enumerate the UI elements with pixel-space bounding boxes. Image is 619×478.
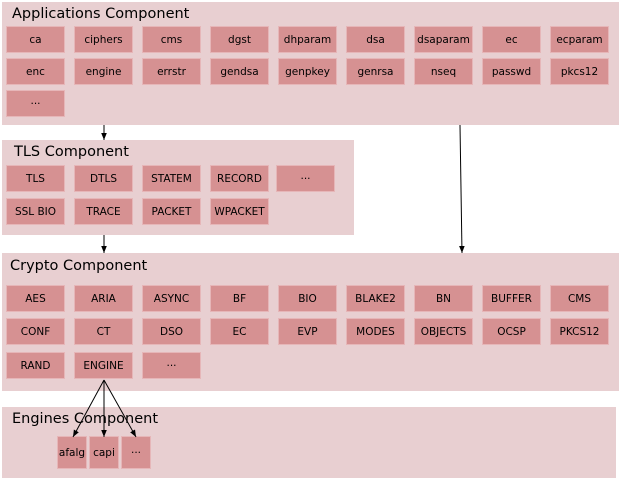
component-box: dhparam [278,26,337,53]
component-box: RAND [6,352,65,379]
component-box: passwd [482,58,541,85]
component-box: ··· [6,90,65,117]
component-box: CONF [6,318,65,345]
applications-component-panel: Applications Component ca ciphers cms dg… [2,2,619,125]
arrow-apps-to-crypto [459,124,465,254]
component-box: PKCS12 [550,318,609,345]
component-box: ca [6,26,65,53]
component-box: PACKET [142,198,201,225]
component-box: ciphers [74,26,133,53]
component-box: RECORD [210,165,269,192]
component-box: TRACE [74,198,133,225]
tls-component-panel: TLS Component TLS DTLS STATEM RECORD ···… [2,140,354,235]
component-box: dsa [346,26,405,53]
component-box: ARIA [74,285,133,312]
component-box: afalg [57,436,87,469]
component-box: gendsa [210,58,269,85]
component-box: ec [482,26,541,53]
component-box: dsaparam [414,26,473,53]
component-box: enc [6,58,65,85]
component-box: capi [89,436,119,469]
component-box: ecparam [550,26,609,53]
component-box: MODES [346,318,405,345]
component-box: ··· [142,352,201,379]
component-box: dgst [210,26,269,53]
component-box: cms [142,26,201,53]
component-box-engine: ENGINE [74,352,133,379]
component-box: ASYNC [142,285,201,312]
component-box: nseq [414,58,473,85]
component-box: CMS [550,285,609,312]
component-box: DTLS [74,165,133,192]
component-box: errstr [142,58,201,85]
component-box: CT [74,318,133,345]
component-box: engine [74,58,133,85]
component-box: STATEM [142,165,201,192]
component-box: OCSP [482,318,541,345]
component-box: genrsa [346,58,405,85]
component-box: EC [210,318,269,345]
component-box: BN [414,285,473,312]
component-box: WPACKET [210,198,269,225]
component-box: BF [210,285,269,312]
component-box: BLAKE2 [346,285,405,312]
component-box: SSL BIO [6,198,65,225]
component-box: DSO [142,318,201,345]
component-box: ··· [276,165,335,192]
component-box: genpkey [278,58,337,85]
engines-component-title: Engines Component [12,411,159,427]
component-box: OBJECTS [414,318,473,345]
component-box: BUFFER [482,285,541,312]
applications-component-title: Applications Component [12,6,190,22]
tls-component-title: TLS Component [14,144,129,160]
component-box: EVP [278,318,337,345]
component-box: AES [6,285,65,312]
crypto-component-title: Crypto Component [10,258,148,274]
crypto-component-panel: Crypto Component AES ARIA ASYNC BF BIO B… [2,253,619,391]
component-box: TLS [6,165,65,192]
component-box: ··· [121,436,151,469]
engines-component-panel: Engines Component afalg capi ··· [2,407,616,478]
component-box: BIO [278,285,337,312]
component-box: pkcs12 [550,58,609,85]
